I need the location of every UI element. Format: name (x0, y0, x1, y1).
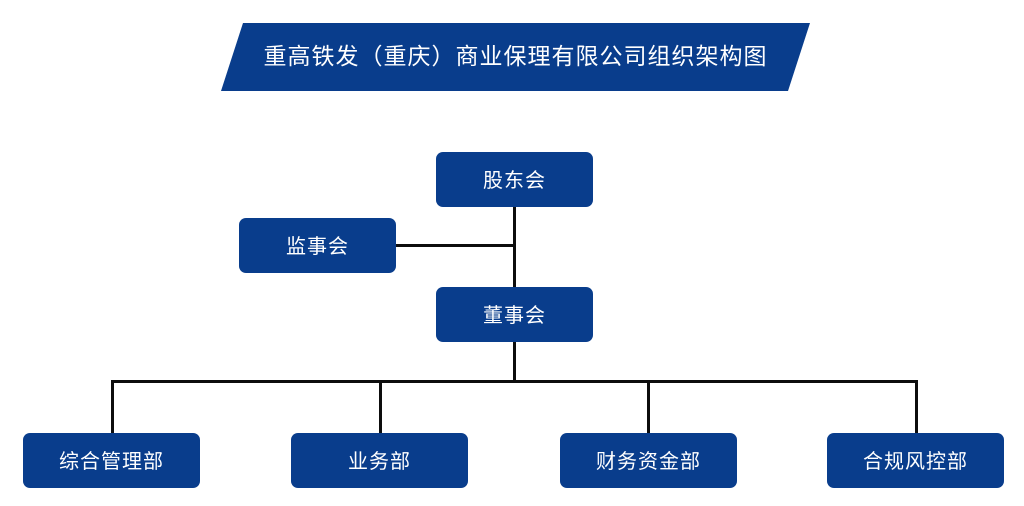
node-department-4[interactable]: 合规风控部 (827, 433, 1004, 488)
connector-drop-department-1 (111, 380, 114, 434)
node-board-of-directors[interactable]: 董事会 (436, 287, 593, 342)
chart-title-banner: 重高铁发（重庆）商业保理有限公司组织架构图 (221, 23, 810, 91)
node-board-of-supervisors[interactable]: 监事会 (239, 218, 396, 273)
node-label-board-of-supervisors: 监事会 (286, 233, 349, 258)
node-department-3[interactable]: 财务资金部 (560, 433, 737, 488)
node-department-2[interactable]: 业务部 (291, 433, 468, 488)
connector-department-bus (111, 380, 918, 383)
node-label-department-2: 业务部 (348, 448, 411, 473)
node-label-department-3: 财务资金部 (596, 448, 701, 473)
page-title: 重高铁发（重庆）商业保理有限公司组织架构图 (263, 43, 768, 70)
connector-supervisors-to-spine (396, 244, 515, 247)
node-label-board-of-directors: 董事会 (483, 302, 546, 327)
connector-drop-department-4 (915, 380, 918, 434)
connector-drop-department-2 (379, 380, 382, 434)
node-shareholders-meeting[interactable]: 股东会 (436, 152, 593, 207)
connector-shareholders-to-directors (513, 206, 516, 289)
node-label-department-1: 综合管理部 (59, 448, 164, 473)
node-department-1[interactable]: 综合管理部 (23, 433, 200, 488)
connector-directors-to-bus (513, 341, 516, 383)
node-label-shareholders-meeting: 股东会 (483, 167, 546, 192)
node-label-department-4: 合规风控部 (863, 448, 968, 473)
connector-drop-department-3 (647, 380, 650, 434)
